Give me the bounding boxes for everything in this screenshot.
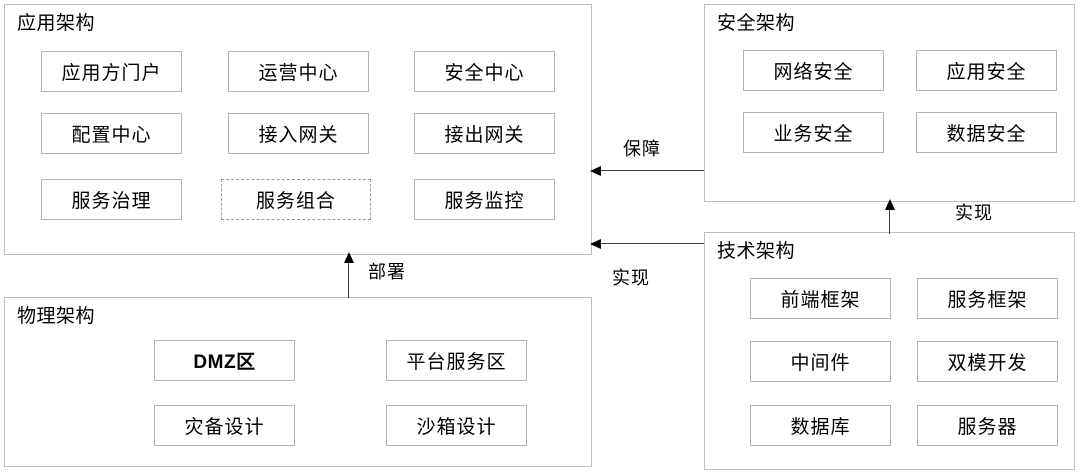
node-platform-service-zone[interactable]: 平台服务区 [386,340,527,381]
arrowhead-physical-to-application [344,252,354,263]
node-sandbox-design[interactable]: 沙箱设计 [386,405,527,446]
node-application-portal[interactable]: 应用方门户 [41,51,182,92]
node-config-center[interactable]: 配置中心 [41,113,182,154]
node-operation-center[interactable]: 运营中心 [228,51,369,92]
node-middleware[interactable]: 中间件 [750,341,891,382]
node-server[interactable]: 服务器 [917,405,1058,446]
group-technology-architecture: 技术架构 前端框架 服务框架 中间件 双模开发 数据库 服务器 [704,232,1075,470]
group-physical-architecture: 物理架构 DMZ区 平台服务区 灾备设计 沙箱设计 [4,297,592,467]
group-title-application: 应用架构 [17,13,96,34]
arrowhead-security-to-application [590,166,601,176]
node-data-security[interactable]: 数据安全 [916,112,1057,153]
node-frontend-framework[interactable]: 前端框架 [750,278,891,319]
node-disaster-recovery-design[interactable]: 灾备设计 [154,405,295,446]
group-title-technology: 技术架构 [717,241,796,262]
node-service-composition[interactable]: 服务组合 [221,179,371,220]
node-dmz-zone[interactable]: DMZ区 [154,340,295,381]
group-title-physical: 物理架构 [17,306,96,327]
node-service-monitoring[interactable]: 服务监控 [414,179,555,220]
edge-line-technology-to-security [889,208,890,234]
edge-line-technology-to-application [600,243,704,244]
node-database[interactable]: 数据库 [750,405,891,446]
node-application-security[interactable]: 应用安全 [916,50,1057,91]
edge-line-security-to-application [600,170,704,171]
edge-label-guarantee: 保障 [623,139,661,159]
edge-label-deploy: 部署 [368,262,406,282]
node-service-governance[interactable]: 服务治理 [41,179,182,220]
arrowhead-technology-to-security [885,199,895,210]
group-title-security: 安全架构 [717,13,796,34]
node-egress-gateway[interactable]: 接出网关 [414,113,555,154]
edge-label-implement-application: 实现 [612,268,650,288]
group-security-architecture: 安全架构 网络安全 应用安全 业务安全 数据安全 [704,4,1075,202]
node-service-framework[interactable]: 服务框架 [917,278,1058,319]
group-application-architecture: 应用架构 应用方门户 运营中心 安全中心 配置中心 接入网关 接出网关 服务治理… [4,4,592,255]
node-security-center[interactable]: 安全中心 [414,51,555,92]
edge-line-physical-to-application [348,261,349,298]
node-business-security[interactable]: 业务安全 [743,112,884,153]
node-dual-mode-development[interactable]: 双模开发 [917,341,1058,382]
node-ingress-gateway[interactable]: 接入网关 [228,113,369,154]
edge-label-implement-security: 实现 [955,203,993,223]
node-network-security[interactable]: 网络安全 [743,50,884,91]
arrowhead-technology-to-application [590,239,601,249]
